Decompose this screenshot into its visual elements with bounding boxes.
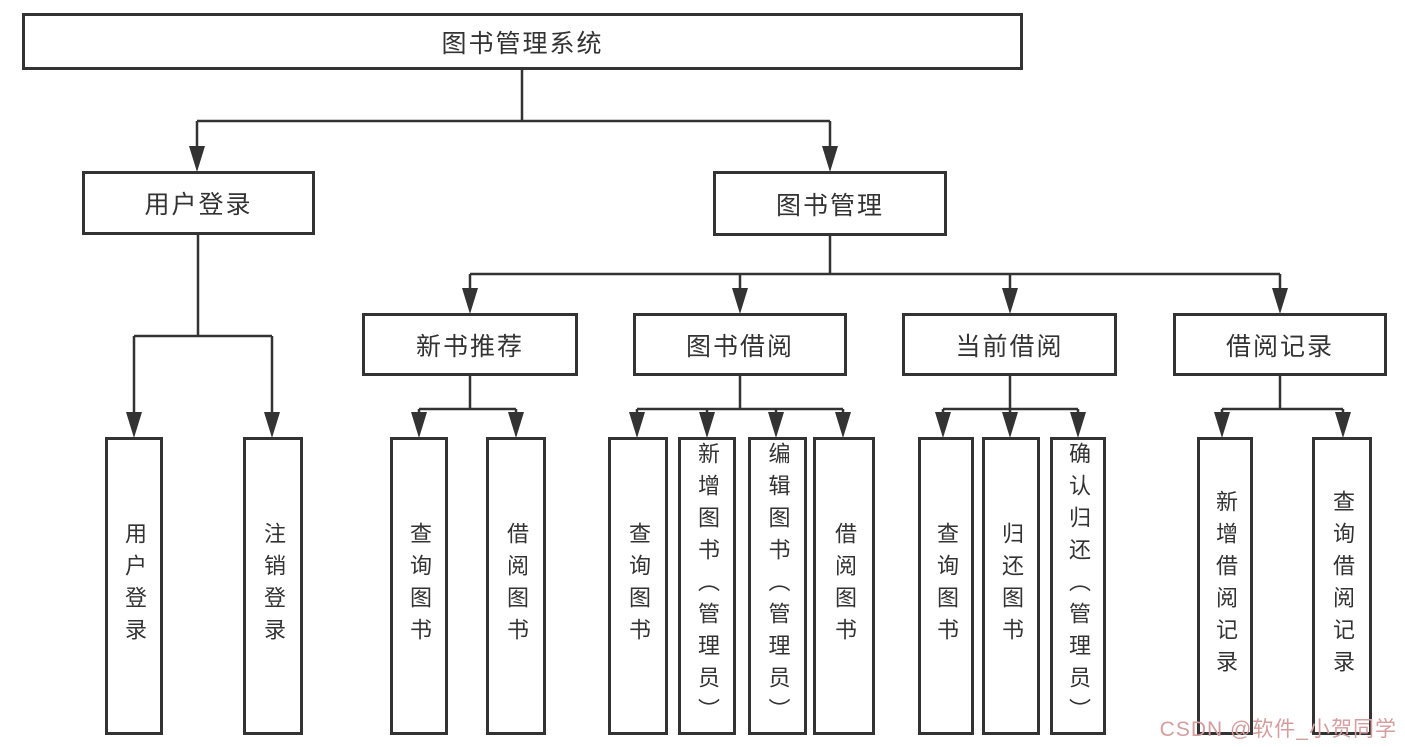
leaf-logout: 注销登录 bbox=[243, 437, 303, 735]
node-book-borrowing-label: 图书借阅 bbox=[685, 332, 794, 361]
node-borrowing-records: 借阅记录 bbox=[1173, 313, 1387, 376]
leaf-query-books-2: 查询图书 bbox=[608, 437, 668, 735]
leaf-return-books: 归还图书 bbox=[982, 437, 1040, 735]
leaf-add-borrow-record-label: 新增借阅记录 bbox=[1213, 490, 1238, 682]
leaf-confirm-return-admin: 确认归还（管理员） bbox=[1050, 437, 1106, 735]
leaf-return-books-label: 归还图书 bbox=[999, 522, 1024, 650]
node-book-borrowing: 图书借阅 bbox=[633, 313, 847, 376]
node-borrowing-records-label: 借阅记录 bbox=[1225, 332, 1334, 361]
leaf-query-books-1-label: 查询图书 bbox=[407, 522, 432, 650]
leaf-query-books-2-label: 查询图书 bbox=[626, 522, 651, 650]
node-current-borrowing-label: 当前借阅 bbox=[955, 332, 1064, 361]
leaf-add-borrow-record: 新增借阅记录 bbox=[1197, 437, 1253, 735]
node-book-management-group: 图书管理 bbox=[713, 171, 947, 236]
leaf-add-books-admin: 新增图书（管理员） bbox=[678, 437, 736, 735]
leaf-add-books-admin-label: 新增图书（管理员） bbox=[695, 442, 720, 730]
leaf-query-books-1: 查询图书 bbox=[390, 437, 448, 735]
leaf-query-books-3: 查询图书 bbox=[918, 437, 974, 735]
leaf-query-borrow-record-label: 查询借阅记录 bbox=[1330, 490, 1355, 682]
leaf-borrow-books-2: 借阅图书 bbox=[813, 437, 875, 735]
node-new-book-recommend-label: 新书推荐 bbox=[415, 332, 524, 361]
leaf-borrow-books-1-label: 借阅图书 bbox=[504, 522, 529, 650]
leaf-edit-books-admin-label: 编辑图书（管理员） bbox=[765, 442, 791, 730]
leaf-logout-label: 注销登录 bbox=[261, 522, 286, 650]
node-user-login-group: 用户登录 bbox=[82, 171, 315, 235]
leaf-edit-books-admin: 编辑图书（管理员） bbox=[748, 437, 807, 735]
watermark: CSDN @软件_小贺同学 bbox=[1159, 718, 1397, 741]
leaf-query-borrow-record: 查询借阅记录 bbox=[1312, 437, 1372, 735]
leaf-query-books-3-label: 查询图书 bbox=[934, 522, 959, 650]
node-root-label: 图书管理系统 bbox=[441, 29, 604, 58]
node-user-login-group-label: 用户登录 bbox=[144, 191, 253, 219]
node-book-management-group-label: 图书管理 bbox=[775, 191, 884, 220]
node-current-borrowing: 当前借阅 bbox=[902, 313, 1117, 376]
leaf-borrow-books-1: 借阅图书 bbox=[486, 437, 546, 735]
node-new-book-recommend: 新书推荐 bbox=[362, 313, 578, 376]
arrowhead-icons bbox=[126, 146, 1351, 438]
leaf-user-login: 用户登录 bbox=[105, 437, 163, 735]
node-root: 图书管理系统 bbox=[22, 13, 1023, 70]
leaf-borrow-books-2-label: 借阅图书 bbox=[832, 522, 857, 650]
leaf-confirm-return-admin-label: 确认归还（管理员） bbox=[1066, 442, 1091, 730]
leaf-user-login-label: 用户登录 bbox=[122, 522, 147, 650]
